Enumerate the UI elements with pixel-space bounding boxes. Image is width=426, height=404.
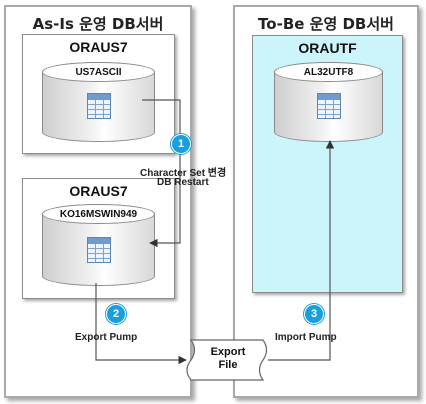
tobe-server-name: ORAUTF [298, 40, 357, 56]
table-icon [87, 93, 111, 119]
table-icon [87, 237, 111, 263]
tobe-server-box: ORAUTF AL32UTF8 [252, 35, 403, 293]
step-2-badge: 2 [106, 304, 126, 324]
tobe-database-cylinder: AL32UTF8 [274, 62, 383, 142]
converted-server-name: ORAUS7 [69, 183, 128, 199]
step-2-caption: Export Pump [75, 332, 138, 343]
import-pump-arrow [268, 140, 335, 361]
asis-server-box: ORAUS7 US7ASCII [22, 34, 175, 154]
export-file-label: Export File [198, 346, 258, 372]
step-1-badge: 1 [171, 134, 191, 154]
asis-panel-title: As-Is 운영 DB서버 [32, 15, 164, 33]
tobe-db-charset: AL32UTF8 [303, 67, 354, 78]
asis-database-cylinder: US7ASCII [42, 62, 155, 142]
asis-server-name: ORAUS7 [69, 39, 128, 55]
step-3-badge: 3 [304, 304, 324, 324]
converted-server-box: ORAUS7 KO16MSWIN949 [22, 178, 175, 299]
character-set-change-arrow [142, 99, 181, 248]
tobe-panel-title: To-Be 운영 DB서버 [258, 15, 394, 33]
asis-db-charset: US7ASCII [75, 67, 122, 78]
table-icon [317, 93, 341, 119]
step-1-caption-line2: DB Restart [157, 177, 209, 188]
export-file-line1: Export [210, 346, 246, 358]
export-file-line2: File [218, 359, 238, 371]
converted-database-cylinder: KO16MSWIN949 [42, 204, 155, 286]
converted-db-charset: KO16MSWIN949 [59, 209, 138, 220]
step-3-caption: Import Pump [275, 332, 337, 343]
export-pump-arrow [95, 283, 187, 365]
step-1-caption-line1: Character Set 변경 [140, 168, 227, 179]
export-file-shape [186, 339, 268, 381]
